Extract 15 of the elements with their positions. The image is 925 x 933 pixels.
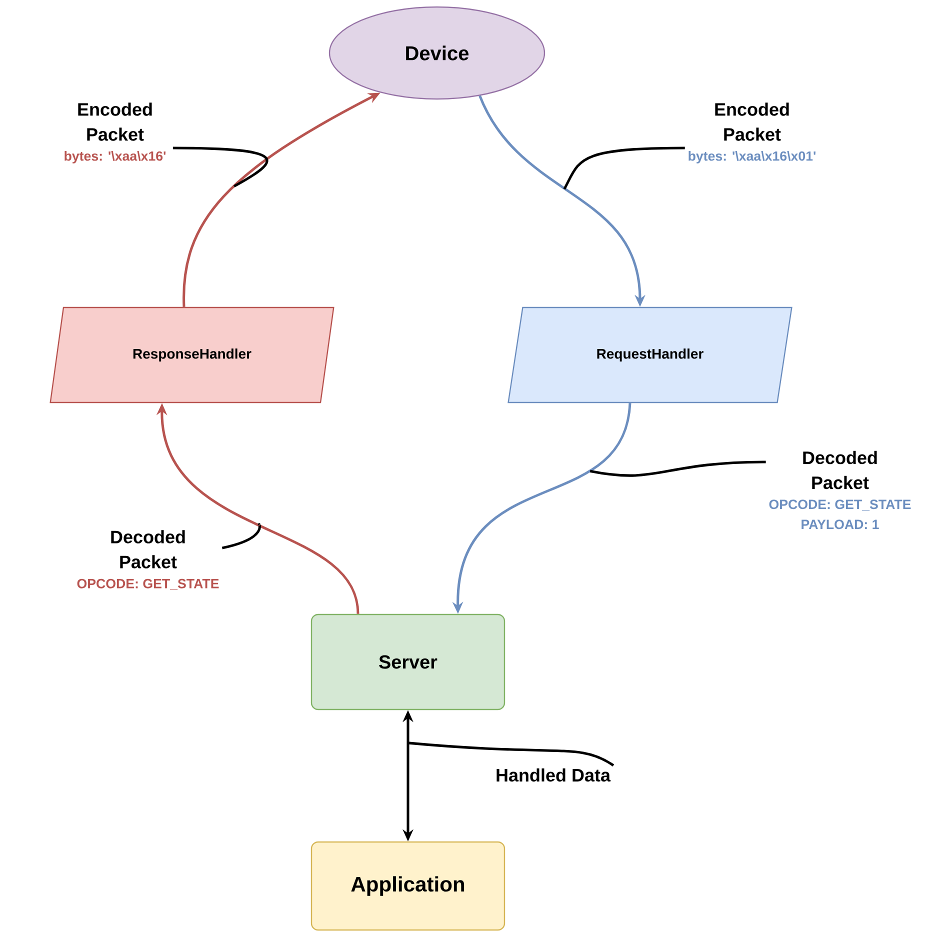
leader-line bbox=[590, 460, 766, 477]
leader-line bbox=[408, 742, 614, 767]
packet-label: Decoded Packet OPCODE: GET_STATE PAYLOAD: 1 bbox=[769, 450, 911, 530]
process-box: Application bbox=[310, 841, 506, 931]
process-box: Server bbox=[310, 614, 506, 710]
packet-label: Handled Data bbox=[496, 768, 611, 782]
leader-line bbox=[222, 524, 261, 550]
oval-node: Device bbox=[328, 6, 546, 100]
packet-label: Encoded Packet bytes: '\xaa\x16' bbox=[64, 102, 166, 164]
packet-label: Encoded Packet bytes: '\xaa\x16\x01' bbox=[688, 102, 816, 164]
leader-line bbox=[563, 146, 685, 190]
leader-line bbox=[172, 146, 268, 188]
packet-label: Decoded Packet OPCODE: GET_STATE bbox=[77, 530, 219, 590]
process-parallelogram: ResponseHandler bbox=[50, 306, 334, 404]
process-parallelogram: RequestHandler bbox=[508, 306, 792, 404]
